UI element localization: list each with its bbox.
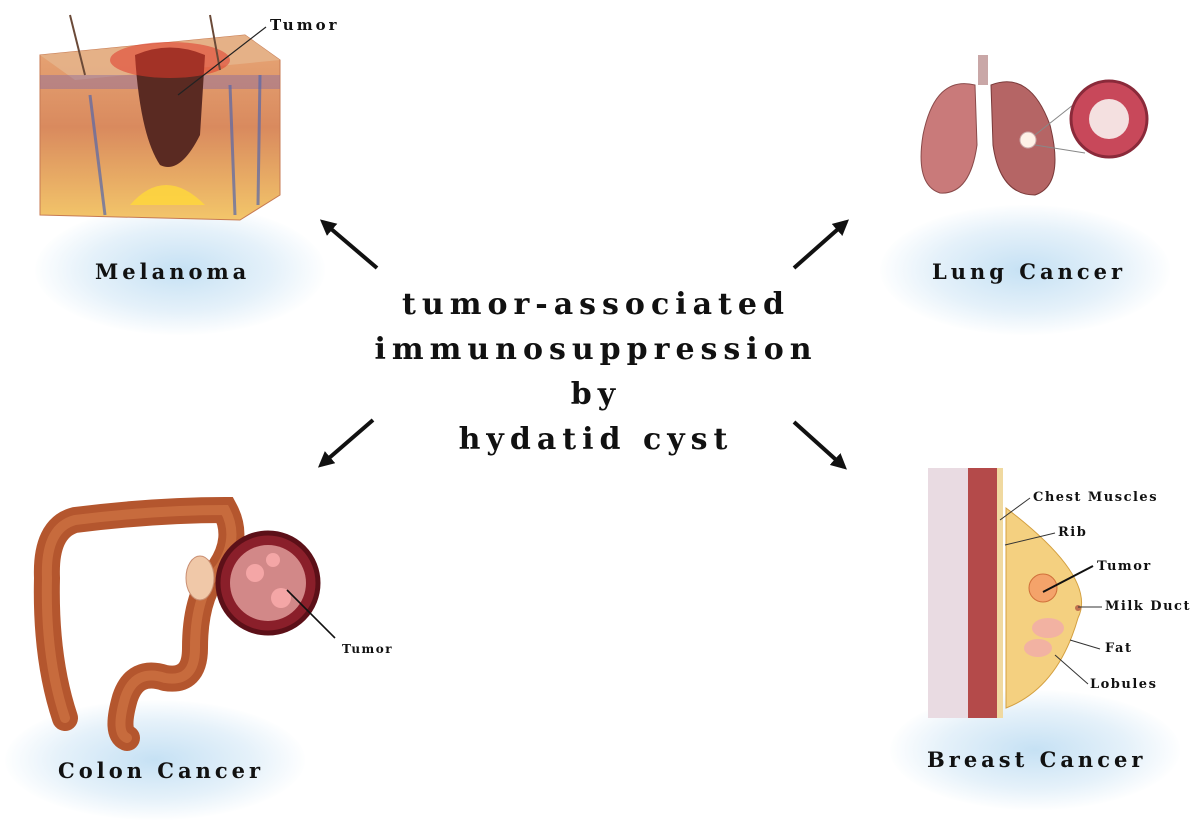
breast-cancer-label: Breast Cancer [927,747,1146,772]
fat-annotation: Fat [1105,641,1132,656]
rib-annotation: Rib [1058,525,1087,540]
breast-tumor-annotation: Tumor [1097,559,1152,574]
chest-muscles-annotation: Chest Muscles [1033,490,1158,505]
milk-duct-annotation: Milk Duct [1105,599,1191,614]
lobules-annotation: Lobules [1090,677,1157,692]
